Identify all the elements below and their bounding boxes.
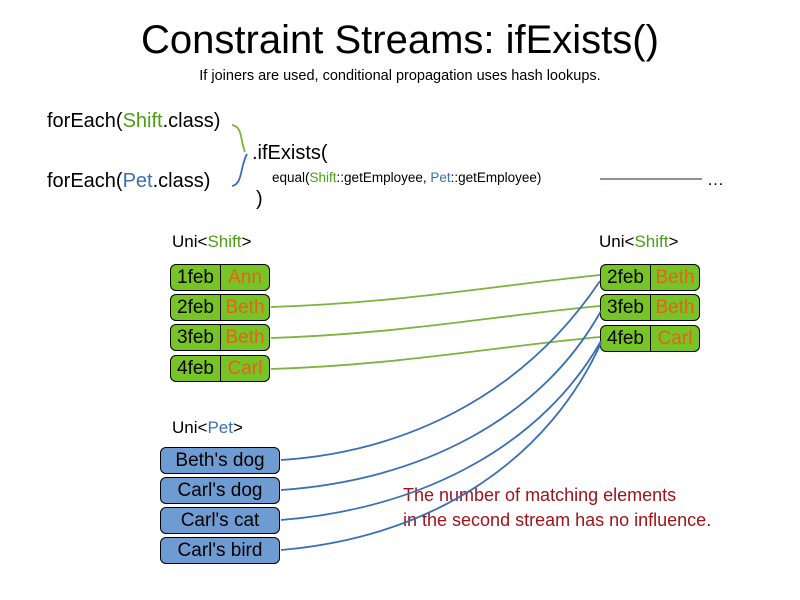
pet-label-cell: Carl's bird [177,540,263,561]
pet-fact-row[interactable]: Beth's dog [160,447,280,474]
header-post: > [232,418,243,437]
page-title: Constraint Streams: ifExists() [141,18,659,62]
header-pre: Uni< [599,232,635,251]
pet-fact-row[interactable]: Carl's dog [160,477,280,504]
shift-fact-row[interactable]: 4feb Carl [170,355,270,382]
shift-date-cell: 2feb [171,295,221,320]
shift-employee-cell: Ann [228,267,262,288]
stream-header-right-shift: Uni<Shift> [599,232,678,252]
header-pre: Uni< [172,418,208,437]
header-post: > [241,232,252,251]
code-equal-right-type: Pet [430,170,451,185]
code-equal-right-method: ::getEmployee) [450,170,542,185]
stream-header-left-shift: Uni<Shift> [172,232,251,252]
shift-date-cell: 4feb [601,326,651,351]
shift-fact-row[interactable]: 3feb Beth [170,324,270,351]
shift-employee-cell: Beth [225,297,265,318]
shift-date-cell: 1feb [171,265,221,290]
shift-date-cell: 2feb [601,265,651,290]
code-foreach-pet-post: .class) [152,170,211,192]
wire-blue-carls-dog [280,310,602,491]
shift-fact-row[interactable]: 1feb Ann [170,264,270,291]
annotation-caption: The number of matching elements in the s… [403,483,711,533]
code-foreach-shift-type: Shift [122,110,163,132]
shift-employee-cell: Beth [655,297,695,318]
pet-fact-row[interactable]: Carl's bird [160,537,280,564]
wire-green-3feb [270,305,601,339]
code-foreach-shift-pre: forEach( [47,110,123,132]
code-equal-joiner: equal(Shift::getEmployee, Pet::getEmploy… [272,170,541,185]
shift-date-cell: 3feb [171,325,221,350]
shift-employee-cell: Carl [657,328,693,349]
pet-label-cell: Beth's dog [175,450,265,471]
header-post: > [668,232,679,251]
code-close-paren: ) [256,188,263,210]
header-type: Shift [207,232,242,251]
shift-date-cell: 3feb [601,295,651,320]
header-type: Shift [634,232,669,251]
code-ellipsis: … [707,170,725,189]
pet-fact-row[interactable]: Carl's cat [160,507,280,534]
caption-line-2: in the second stream has no influence. [403,510,712,530]
code-equal-left-method: ::getEmployee, [336,170,431,185]
code-equal-pre: equal( [272,170,310,185]
wire-green-4feb [270,336,601,370]
code-foreach-pet-type: Pet [122,170,153,192]
header-pre: Uni< [172,232,208,251]
shift-employee-cell: Beth [225,327,265,348]
code-foreach-pet: forEach(Pet.class) [47,170,210,193]
shift-result-row[interactable]: 2feb Beth [600,264,700,291]
pet-label-cell: Carl's dog [177,480,263,501]
shift-result-row[interactable]: 3feb Beth [600,294,700,321]
brace-green-upper [231,124,246,153]
wire-green-2feb [270,274,601,308]
stream-header-left-pet: Uni<Pet> [172,418,243,438]
shift-date-cell: 4feb [171,356,221,381]
shift-employee-cell: Carl [227,358,263,379]
shift-employee-cell: Beth [655,267,695,288]
code-foreach-shift-post: .class) [162,110,221,132]
code-foreach-pet-pre: forEach( [47,170,123,192]
page-subtitle: If joiners are used, conditional propaga… [199,68,601,84]
pet-label-cell: Carl's cat [180,510,260,531]
code-foreach-shift: forEach(Shift.class) [47,110,220,133]
code-equal-left-type: Shift [309,170,337,185]
shift-fact-row[interactable]: 2feb Beth [170,294,270,321]
caption-line-1: The number of matching elements [403,485,677,505]
header-type: Pet [207,418,233,437]
shift-result-row[interactable]: 4feb Carl [600,325,700,352]
code-ifexists-call: .ifExists( [252,142,328,164]
brace-blue-lower [231,153,248,187]
wire-blue-beths-dog [280,280,601,461]
